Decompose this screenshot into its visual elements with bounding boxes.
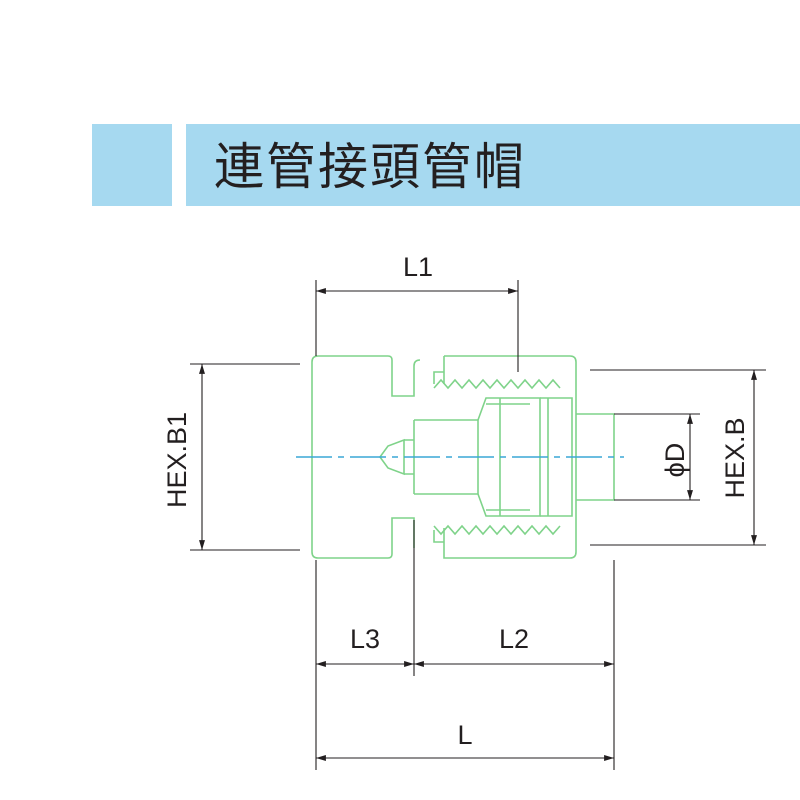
nut-shoulder — [433, 371, 444, 543]
label-l3: L3 — [350, 624, 380, 654]
thread-bottom — [433, 524, 561, 536]
label-hexb1: HEX.B1 — [162, 412, 192, 508]
label-l2: L2 — [499, 624, 529, 654]
title-bar — [186, 124, 800, 206]
label-l1: L1 — [403, 252, 433, 282]
thread-top — [433, 378, 561, 390]
label-hexb: HEX.B — [720, 417, 750, 498]
left-hex-cap — [311, 355, 421, 559]
label-l: L — [457, 720, 472, 750]
label-phi-d: ϕD — [660, 443, 690, 478]
right-nut-body — [443, 355, 577, 559]
page-title: 連管接頭管帽 — [214, 138, 526, 196]
title-accent-block — [92, 124, 172, 206]
dimension-lines — [190, 280, 766, 770]
nose-cone — [379, 438, 405, 476]
